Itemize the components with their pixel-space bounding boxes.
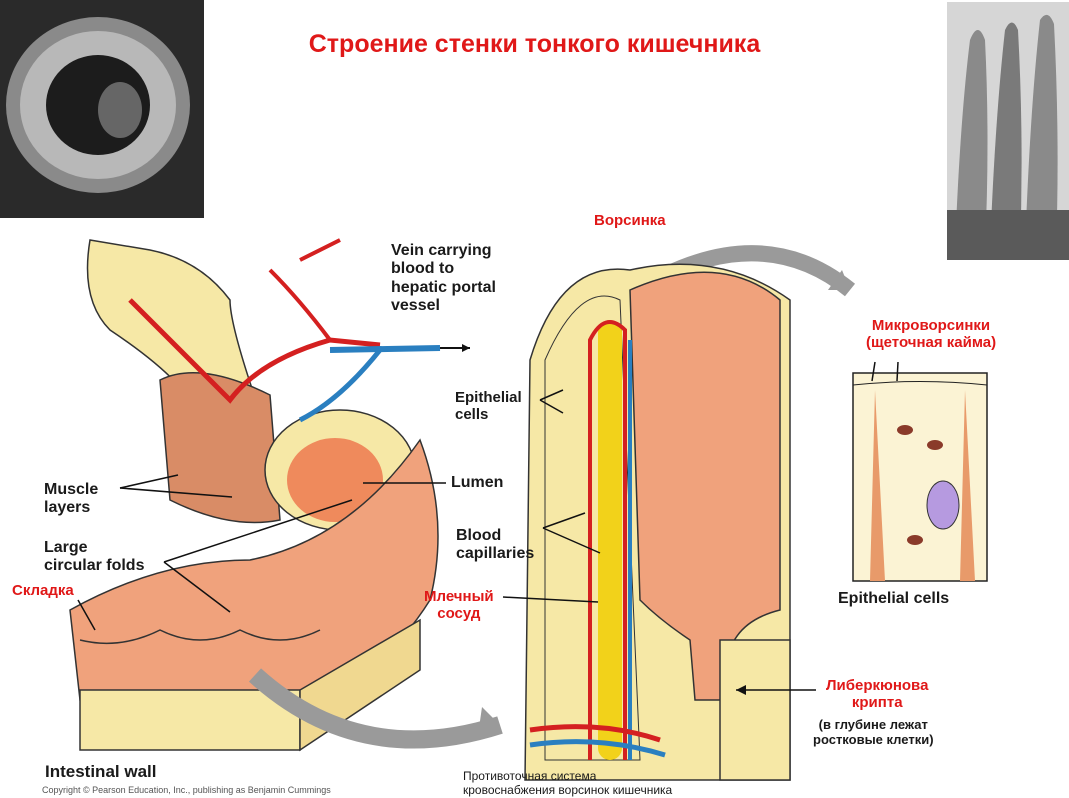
label-intestinal-wall: Intestinal wall [45,762,157,781]
label-fold-ru: Складка [12,582,74,599]
label-epithelial-cells: Epithelial cells [455,389,522,424]
micrograph-cross-section [0,0,204,218]
copyright-notice: Copyright © Pearson Education, Inc., pub… [42,785,331,795]
label-circular-folds: Large circular folds [44,539,145,575]
epithelial-cell-drawing [852,372,988,582]
label-microvilli-ru: Микроворсинки (щеточная кайма) [866,317,997,352]
page-title: Строение стенки тонкого кишечника [308,30,761,58]
label-lumen: Lumen [451,474,504,491]
arrow-villus [248,668,503,749]
label-crypt-ru: Либеркюнова крипта [826,677,929,712]
label-muscle-layers: Muscle layers [44,481,99,517]
label-countercurrent-ru: Противоточная система кровоснабжения вор… [463,769,673,797]
label-vein: Vein carrying blood to hepatic portal ve… [391,242,496,315]
intestine-drawing [69,238,470,752]
label-lacteal-ru: Млечный сосуд [424,588,494,623]
label-villus-ru: Ворсинка [594,212,666,229]
label-crypt-note-ru: (в глубине лежат ростковые клетки) [813,717,934,747]
label-epithelial-cells-inset: Epithelial cells [838,590,950,607]
micrograph-villi [947,2,1069,260]
villus-drawing [524,263,791,781]
label-blood-capillaries: Blood capillaries [456,527,535,563]
